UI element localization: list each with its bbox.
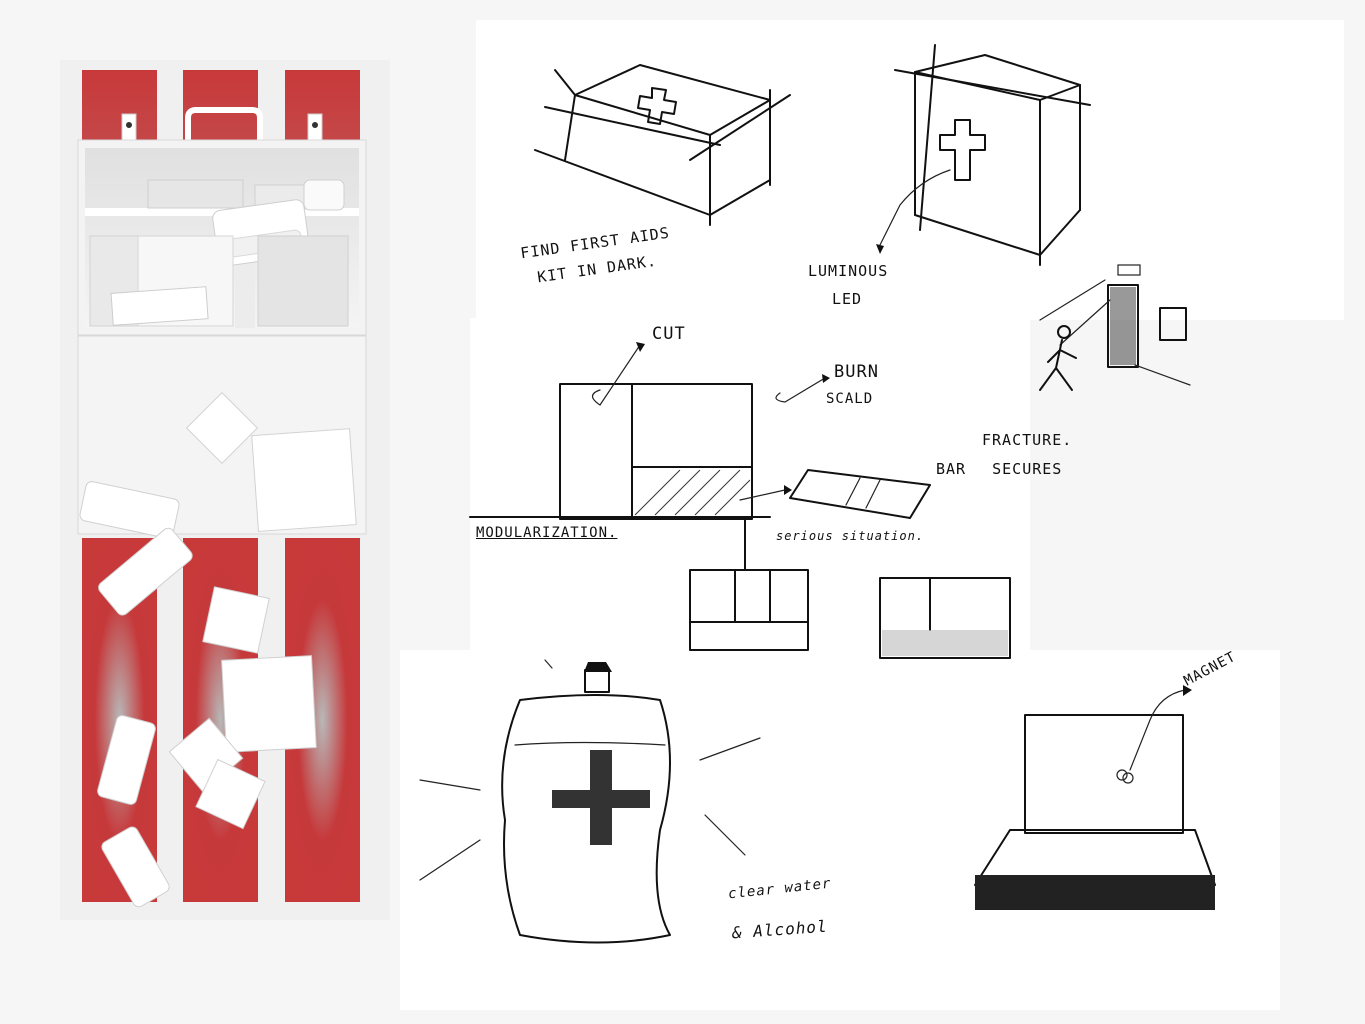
annotation-bar-secures: BAR SECURES (936, 460, 1063, 478)
sketch-sheet-top (476, 20, 1344, 320)
red-strip-top-center (183, 70, 258, 142)
annotation-modularization: MODULARIZATION. (476, 525, 618, 541)
annotation-scald: SCALD (826, 391, 874, 407)
sketch-kit-box (534, 64, 791, 226)
handle-icon (185, 107, 263, 142)
annotation-cut: CUT (652, 324, 686, 344)
sketch-modular-panel (469, 342, 1011, 659)
sketch-cabinet-luminous (876, 44, 1091, 266)
sketch-magnet-box (974, 685, 1216, 910)
sketch-sheet-middle (470, 318, 1030, 680)
red-strip-top-left (82, 70, 157, 142)
sketch-pouch (419, 659, 761, 944)
sketch-exit-figure (1039, 264, 1191, 391)
annotation-burn: BURN (834, 362, 879, 382)
annotation-fracture: FRACTURE. (982, 431, 1073, 449)
annotation-serious-situation: serious situation. (776, 529, 925, 543)
annotation-luminous: LUMINOUS (808, 262, 889, 280)
annotation-led: LED (832, 290, 863, 308)
